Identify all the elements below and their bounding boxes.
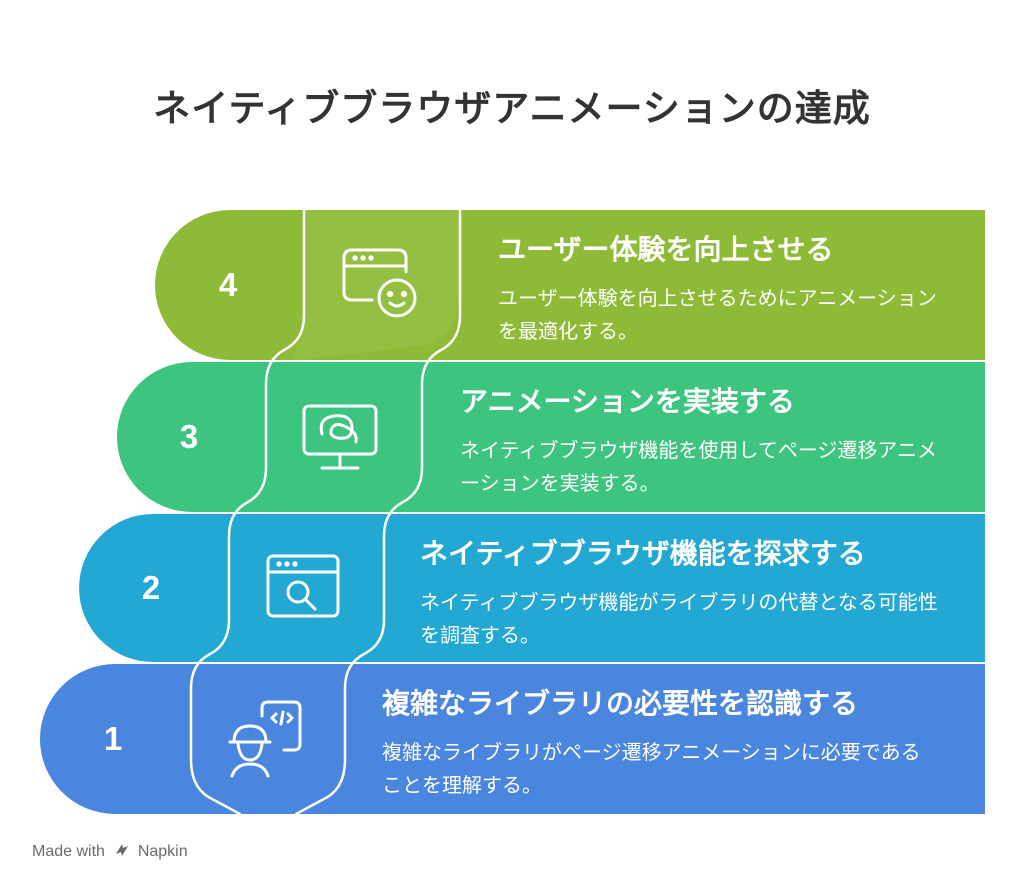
browser-search-icon (266, 554, 340, 618)
browser-smiley-icon (342, 248, 417, 318)
step-title-4: ユーザー体験を向上させる (498, 233, 834, 266)
footer-prefix: Made with (32, 843, 105, 860)
step-description-3: ネイティブブラウザ機能を使用してページ遷移アニメーションを実装する。 (460, 438, 937, 495)
step-band-4 (155, 210, 985, 360)
monitor-swirl-icon (302, 404, 378, 470)
connector-strands (189, 208, 462, 816)
step-title-3: アニメーションを実装する (460, 385, 795, 418)
step-description-1: 複雑なライブラリがページ遷移アニメーションに必要であることを理解する。 (382, 740, 921, 797)
footer-brand: Napkin (137, 843, 188, 860)
step-title-2: ネイティブブラウザ機能を探求する (420, 537, 866, 570)
icon-lane-4 (292, 210, 458, 360)
step-title-1: 複雑なライブラリの必要性を認識する (382, 687, 859, 720)
footer-credit: Made with Napkin (32, 842, 188, 863)
step-number-2: 2 (141, 569, 161, 606)
napkin-logo-icon (114, 842, 130, 863)
step-description-4: ユーザー体験を向上させるためにアニメーションを最適化する。 (498, 286, 937, 343)
page-title: ネイティブブラウザアニメーションの達成 (153, 87, 871, 130)
step-description-2: ネイティブブラウザ機能がライブラリの代替となる可能性を調査する。 (420, 590, 938, 647)
step-band-3 (117, 362, 985, 512)
developer-code-icon (228, 700, 302, 778)
step-band-2 (79, 514, 986, 662)
step-number-4: 4 (218, 266, 238, 303)
step-number-1: 1 (103, 720, 123, 757)
step-number-3: 3 (179, 418, 199, 455)
